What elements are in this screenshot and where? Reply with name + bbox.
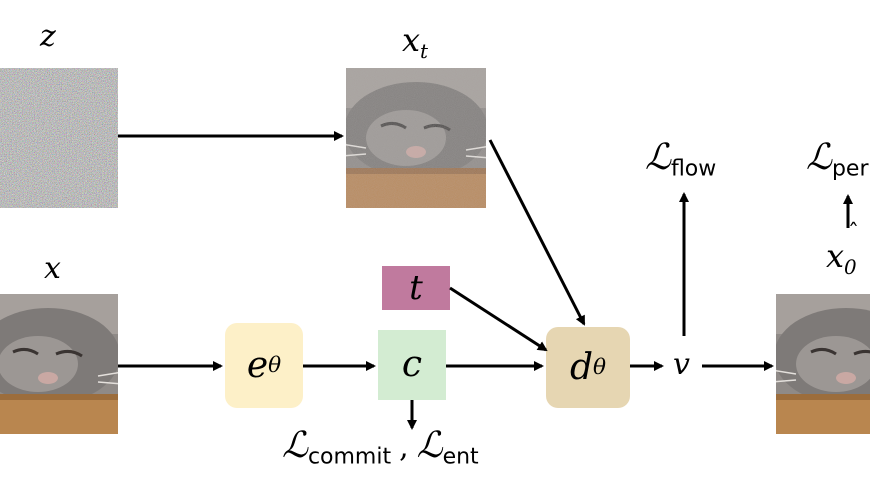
- time-box: [382, 266, 450, 310]
- reconstructed-cat-image-icon: [776, 294, 870, 434]
- loss-separator: ,: [399, 430, 409, 465]
- cat-image-icon: [0, 294, 118, 434]
- code-box: [378, 330, 446, 400]
- arrow-time-to-decoder: [449, 286, 548, 352]
- noise-label: z: [40, 19, 56, 54]
- decoder-box: [546, 327, 630, 408]
- flow-loss: ℒflow: [645, 137, 717, 182]
- noise-image-icon: [0, 68, 118, 208]
- time-label: t: [409, 268, 423, 308]
- noisy-cat-image-icon: [346, 68, 486, 208]
- perceptual-loss: ℒper: [806, 137, 869, 182]
- velocity-label: v: [673, 347, 690, 382]
- code-label: c: [401, 344, 423, 385]
- noisy-image-label: xt: [402, 21, 429, 63]
- commit-entropy-loss: ℒcommit,ℒent: [282, 425, 479, 470]
- arrow-xt-to-decoder: [488, 139, 586, 326]
- input-image-label: x: [44, 251, 61, 286]
- encoder-box: [225, 323, 303, 408]
